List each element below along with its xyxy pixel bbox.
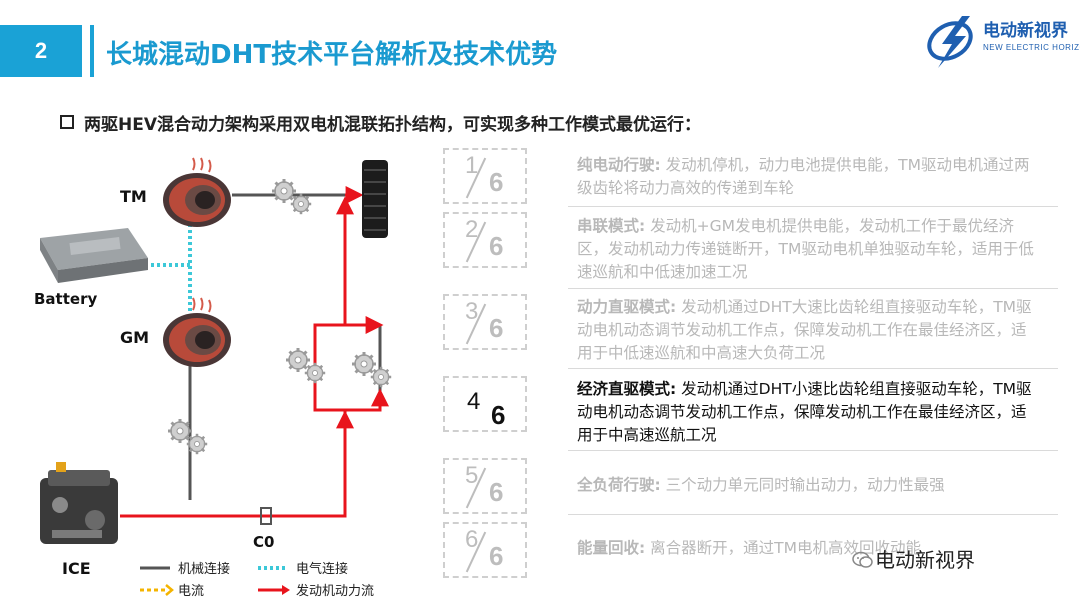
ice-label: ICE [62,559,91,578]
divider [568,206,1058,207]
divider [568,288,1058,289]
mode-description-6: 能量回收: 离合器断开，通过TM电机高效回收动能 [577,539,921,557]
legend-engine-flow: 发动机动力流 [296,583,374,599]
mode-description-3: 动力直驱模式: 发动机通过DHT大速比齿轮组直接驱动车轮，TM驱动电机动态调节发… [577,298,1032,362]
wechat-icon [852,551,873,568]
battery-icon [40,228,148,283]
tm-label: TM [120,187,147,206]
legend-current: 电流 [178,584,204,599]
mode-description-1: 纯电动行驶: 发动机停机，动力电池提供电能，TM驱动电机通过两级齿轮将动力高效的… [577,156,1030,197]
divider [568,514,1058,515]
section-number: 2 [0,25,82,77]
divider [568,368,1058,369]
mode-description-5: 全负荷行驶: 三个动力单元同时输出动力，动力性最强 [577,476,945,494]
tm-motor-icon [162,157,232,228]
mode-description-4: 经济直驱模式: 发动机通过DHT小速比齿轮组直接驱动车轮，TM驱动电机动态调节发… [577,380,1032,444]
diagram-legend: 机械连接 电气连接 电流 发动机动力流 [140,561,374,599]
powertrain-diagram: TM GM Battery ICE C0 机械连接 电气连接 电流 发动机动力流 [34,157,430,599]
c0-label: C0 [253,533,274,551]
slide-subtitle: 两驱HEV混合动力架构采用双电机混联拓扑结构，可实现多种工作模式最优运行： [84,115,701,135]
gear-icon [352,352,391,387]
page-title: 长城混动DHT技术平台解析及技术优势 [106,40,558,70]
brand-logo-icon [927,16,973,68]
header-accent-bar [90,25,94,77]
gear-icon [272,179,311,214]
brand-name: 电动新视界 [983,21,1068,41]
gear-icon [168,419,207,454]
gm-motor-icon [162,297,232,368]
mode-description-2: 串联模式: 发动机+GM发电机提供电能，发动机工作于最优经济区，发动机动力传递链… [577,217,1034,281]
engine-icon [40,462,118,544]
battery-label: Battery [34,290,97,308]
gear-icon [286,348,325,383]
clutch-icon [260,507,272,525]
legend-mechanical: 机械连接 [178,561,230,577]
divider [568,450,1058,451]
legend-electrical: 电气连接 [296,561,348,577]
bullet-checkbox-icon [60,115,74,129]
wheel-icon [362,160,388,238]
brand-tagline: NEW ELECTRIC HORIZON [983,43,1080,52]
gm-label: GM [120,328,149,347]
watermark-text: 电动新视界 [875,548,975,572]
